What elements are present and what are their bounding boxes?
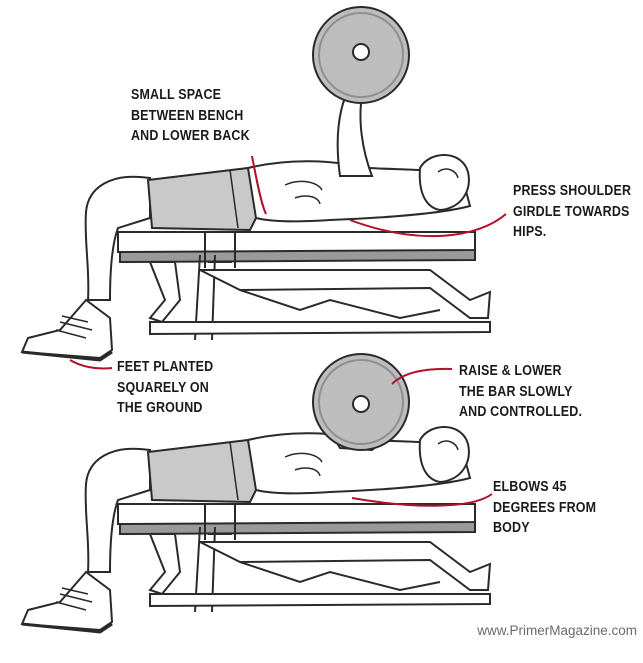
annotation-line-feet (69, 359, 113, 370)
annotation-elbows: ELBOWS 45 DEGREES FROM BODY (493, 479, 597, 536)
annotation-line-elbows (351, 493, 493, 507)
annotation-press-shoulder: PRESS SHOULDER GIRDLE TOWARDS HIPS. (513, 183, 632, 240)
annotation-raise-lower: RAISE & LOWER THE BAR SLOWLY AND CONTROL… (459, 363, 583, 420)
barbell-plate-top (312, 6, 410, 104)
annotation-line-raise-lower (391, 367, 453, 385)
annotation-line-press-shoulder (349, 213, 507, 238)
annotation-small-space: SMALL SPACE BETWEEN BENCH AND LOWER BACK (131, 87, 250, 144)
site-credit: www.PrimerMagazine.com (477, 623, 637, 638)
annotation-feet-planted: FEET PLANTED SQUARELY ON THE GROUND (117, 359, 214, 416)
annotation-line-small-space (251, 155, 267, 215)
top-figure (20, 6, 507, 370)
bottom-figure (20, 353, 493, 634)
barbell-plate-bottom (312, 353, 410, 451)
